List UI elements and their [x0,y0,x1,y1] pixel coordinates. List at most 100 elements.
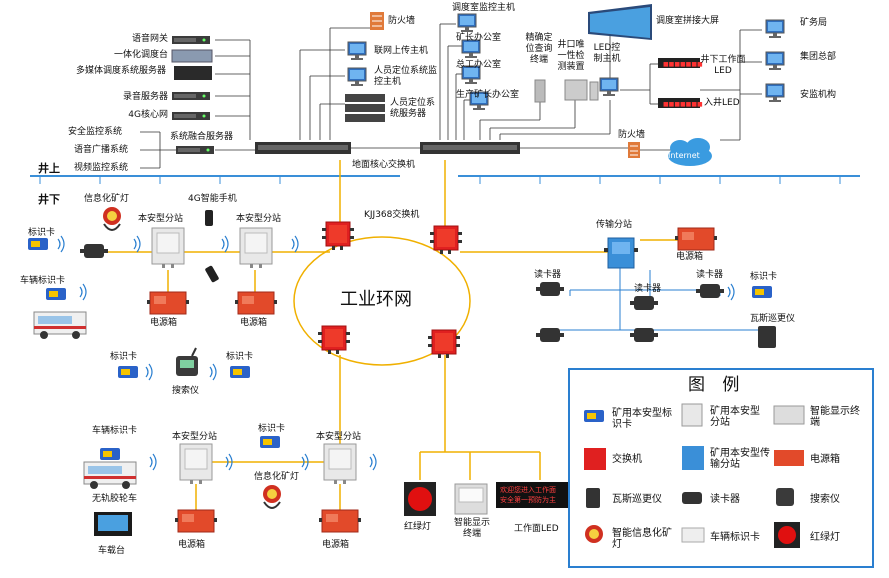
smart-display-label: 智能显示终端 [453,518,490,539]
legend-item: 电源箱 [810,454,840,465]
svg-text:■■■■■■■: ■■■■■■■ [663,101,703,108]
card-label: 标识卡 [28,228,56,238]
searcher-label: 搜索仪 [172,386,200,396]
traffic-light-icon [404,482,436,516]
legend-item: 车辆标识卡 [710,532,760,543]
big-screen-label: 调度室拼接大屏 [656,16,720,26]
zone-above-label: 井上 [38,162,60,175]
vehicle-label: 无轨胶轮车 [92,494,138,504]
firewall-label: 防火墙 [618,130,646,140]
system-label: 安全监控系统 [68,127,123,137]
legend-item: 读卡器 [710,494,740,505]
device-label: 4G核心网 [128,110,168,120]
svg-text:■■■■■■■: ■■■■■■■ [663,61,703,68]
big-screen [588,4,652,40]
power-label: 电源箱 [178,540,206,550]
core-switch-label: 地面核心交换机 [352,160,416,170]
cloud-icon [668,138,712,166]
led-work-label: 井下工作面LED [700,55,746,76]
firewall-icon [370,12,384,30]
smart-display-icon [454,483,488,515]
vehicle-card-label: 车辆标识卡 [92,426,138,436]
transfer-label: 传输分站 [596,220,633,230]
led-entry-label: 入井LED [704,98,740,108]
legend-item: 智能显示终端 [810,406,860,428]
card-label: 标识卡 [110,352,138,362]
switch-icon [584,448,606,470]
card-label: 标识卡 [750,272,778,282]
legend-box: 图 例 矿用本安型标识卡 矿用本安型分站 智能显示终端 交换机 矿用本安型传输分… [568,368,874,568]
device-label: 语音网关 [131,34,168,44]
legend-item: 搜索仪 [810,494,840,505]
station-label: 本安型分站 [316,432,362,442]
device-label: 多媒体调度系统服务器 [75,66,166,76]
power-label: 电源箱 [676,252,704,262]
terminal-label: 精确定位查询终端 [525,33,553,65]
vehicle-card-label: 车辆标识卡 [20,276,66,286]
office-label: 生产矿长办公室 [456,90,520,100]
ring-label: 工业环网 [340,289,412,310]
server-label: 联网上传主机 [374,46,429,56]
legend-item: 交换机 [612,454,642,465]
reader-label: 读卡器 [634,284,662,294]
power-label: 电源箱 [150,318,178,328]
phone-label: 4G智能手机 [188,194,237,204]
remote-label: 安监机构 [800,90,837,100]
led-text-line: 安全第一预防为主 [500,496,556,504]
fusion-server-label: 系统融合服务器 [170,132,234,142]
searcher-icon [776,488,794,506]
legend-item: 矿用本安型分站 [710,406,760,428]
traffic-light-label: 红绿灯 [404,522,432,532]
station-label: 本安型分站 [138,214,184,224]
power-label: 电源箱 [240,318,268,328]
legend-item: 矿用本安型传输分站 [710,448,770,470]
legend-item: 红绿灯 [810,532,840,543]
legend-title: 图 例 [688,375,746,395]
dispatch-host-label: 调度室监控主机 [452,3,516,13]
led-text-line: 欢迎您进入工作面 [500,486,556,494]
reader-label: 读卡器 [696,270,724,280]
reader-icon [682,492,702,504]
terminal-label: 井口唯一性检测装置 [557,40,585,72]
legend-icons [584,403,805,548]
remote-label: 集团总部 [800,52,837,62]
legend-item: 瓦斯巡更仪 [612,494,662,505]
internet-label: Internet [668,151,700,160]
server-label: 人员定位系统监控主机 [374,66,438,87]
lamp-label: 信息化矿灯 [84,194,130,204]
remote-label: 矿务局 [800,18,828,28]
power-label: 电源箱 [322,540,350,550]
zone-below-label: 井下 [38,193,60,206]
car-terminal-label: 车载台 [98,546,126,556]
device-label: 一体化调度台 [113,50,168,60]
server-label: 人员定位系统服务器 [390,98,436,119]
display-icon [773,405,805,425]
lamp-label: 信息化矿灯 [254,472,300,482]
station-label: 本安型分站 [236,214,282,224]
firewall-icon [628,142,640,158]
system-label: 视频监控系统 [74,163,129,173]
card-label: 标识卡 [226,352,254,362]
card-label: 标识卡 [258,424,286,434]
reader-label: 读卡器 [534,270,562,280]
led-host-label: LED控制主机 [593,43,621,64]
left-devices [171,36,214,154]
device-label: 录音服务器 [122,92,168,102]
face-led-panel [496,482,572,508]
legend-item: 智能信息化矿灯 [612,528,672,550]
legend-item: 矿用本安型标识卡 [612,408,672,430]
station-label: 本安型分站 [172,432,218,442]
patrol-icon [586,488,600,508]
office-label: 总工办公室 [456,60,502,70]
face-led-label: 工作面LED [514,524,559,534]
switch-label: KJJ368交换机 [364,210,420,220]
station-icon [681,403,703,427]
transfer-icon [682,446,704,470]
vehicle-card-icon [681,527,705,543]
firewall-label: 防火墙 [388,16,416,26]
office-label: 矿长办公室 [456,33,502,43]
system-label: 语音广播系统 [74,145,129,155]
patrol-label: 瓦斯巡更仪 [750,314,796,324]
power-icon [774,450,804,466]
